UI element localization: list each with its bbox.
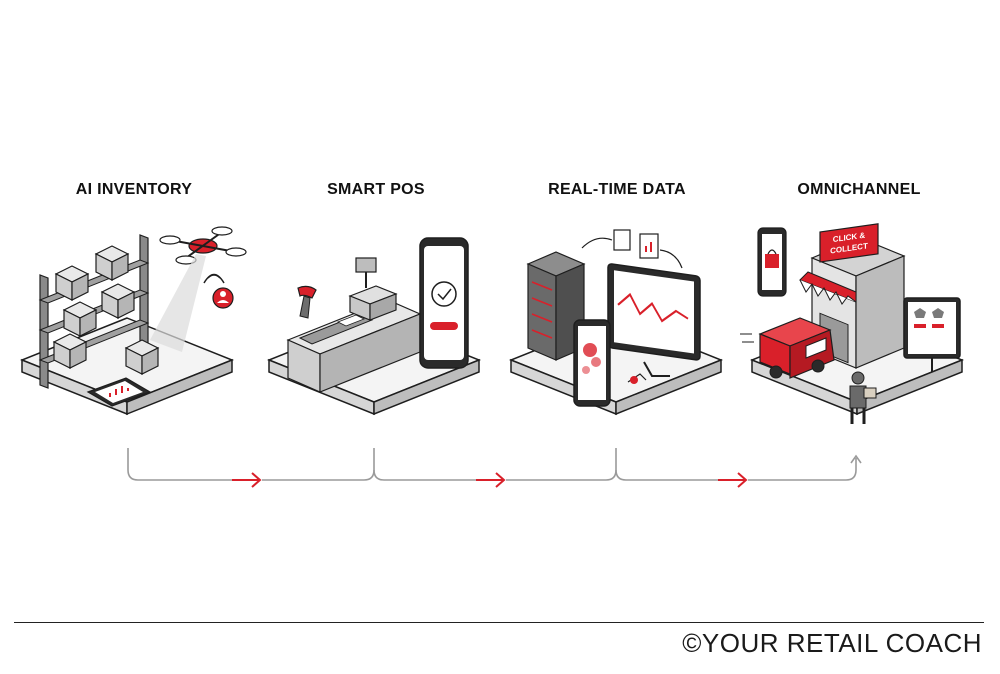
flow-arrow-2-icon [476, 472, 506, 488]
wifi-icon [203, 273, 225, 284]
stage-omnichannel-illustration: CLICK & COLLECT [740, 223, 963, 424]
data-flow-documents-icon [581, 229, 683, 269]
mobile-shopping-icon [757, 227, 787, 297]
stage-label-omnichannel: OMNICHANNEL [797, 181, 921, 198]
smartphone-payment-icon [419, 237, 469, 369]
stage-label-smart-pos: SMART POS [327, 181, 425, 198]
delivery-van-icon [740, 317, 835, 379]
scan-beam [150, 254, 206, 352]
user-location-icon [212, 287, 234, 309]
barcode-scanner-icon [297, 285, 317, 319]
brand-copyright: ©YOUR RETAIL COACH [682, 628, 982, 658]
click-and-collect-sign: CLICK & COLLECT [819, 223, 879, 263]
flow-arrow-1-icon [232, 472, 262, 488]
location-pin-icon [627, 373, 647, 384]
tablet-chart-icon [86, 377, 152, 407]
stage-smart-pos-illustration [268, 237, 480, 415]
cash-register-icon [348, 257, 398, 321]
phone-heatmap-icon [573, 319, 611, 407]
flow-arrow-3-icon [718, 472, 748, 488]
stage-real-time-data-illustration [510, 229, 722, 415]
warehouse-shelf [38, 234, 150, 389]
flow-connector [127, 448, 862, 481]
footer-divider [14, 622, 984, 623]
stage-label-real-time-data: REAL-TIME DATA [548, 181, 686, 198]
monitor-line-chart-icon [607, 263, 701, 377]
monitor-apparel-icon [903, 297, 961, 372]
stage-label-ai-inventory: AI INVENTORY [75, 181, 193, 198]
person-with-package-icon [849, 371, 877, 424]
stage-ai-inventory-illustration [21, 226, 247, 415]
